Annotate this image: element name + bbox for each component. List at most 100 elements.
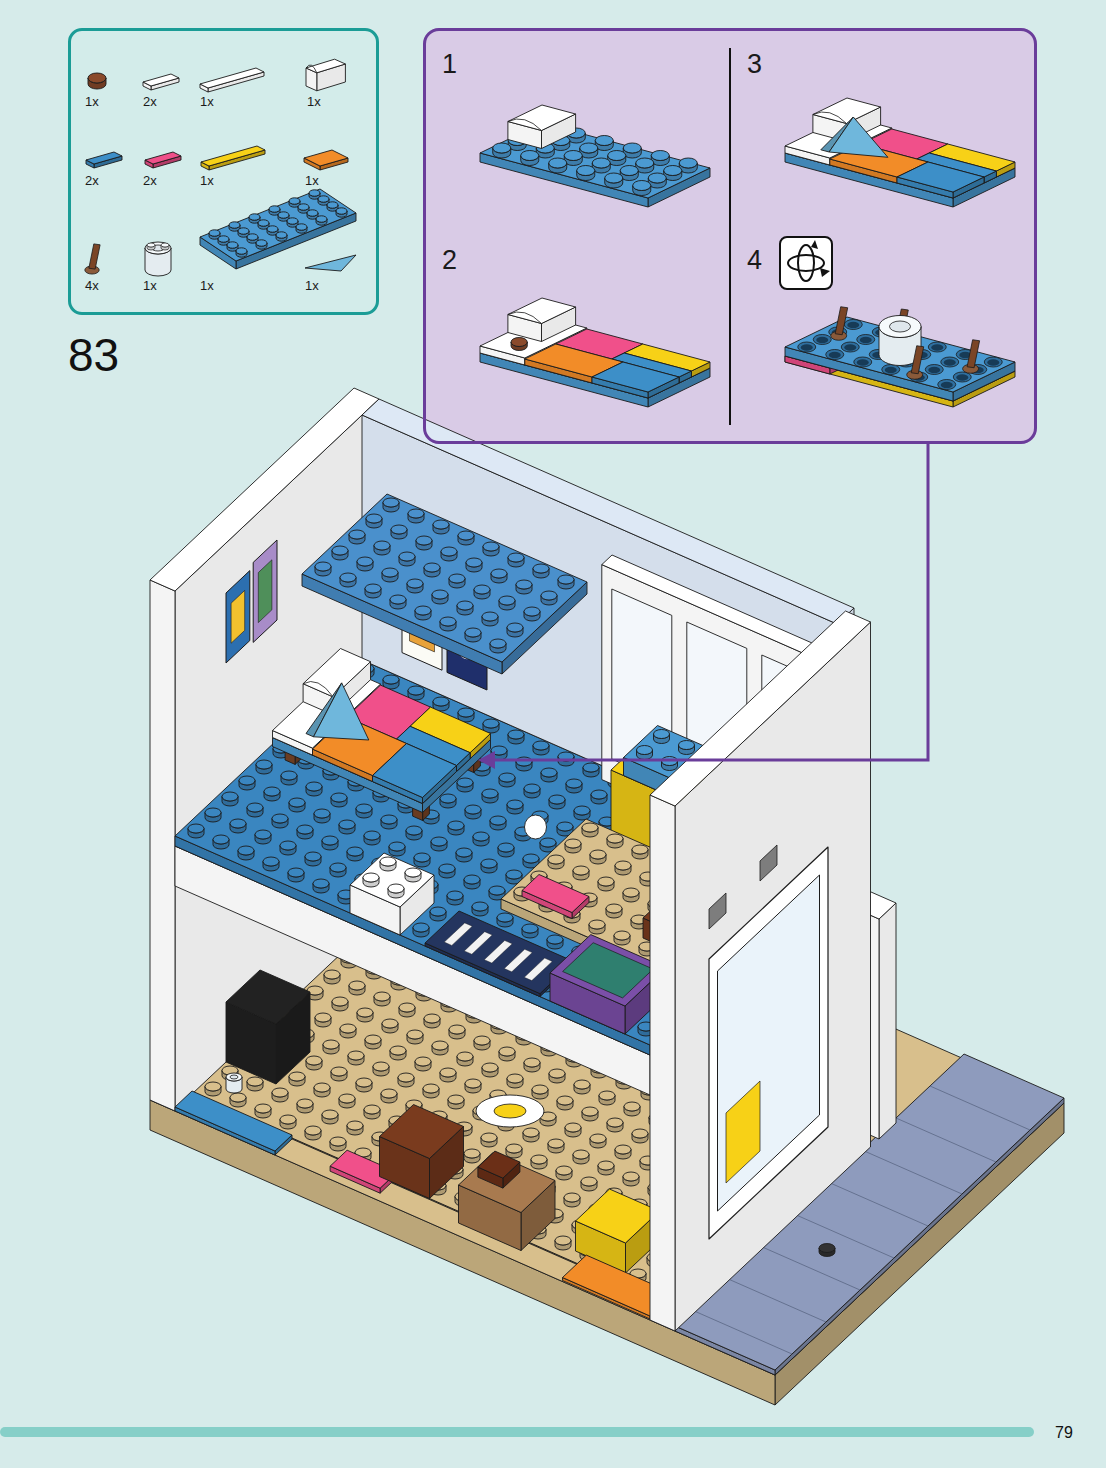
stud-top [247, 803, 263, 812]
stud-top [472, 902, 488, 911]
picture-art [231, 590, 245, 643]
part-quantity: 1x [200, 279, 214, 293]
stud-top [606, 904, 622, 913]
face [226, 970, 310, 1024]
stud-top [316, 216, 327, 222]
stud-top [349, 981, 365, 990]
stud-top [440, 617, 456, 626]
stud-top [482, 1063, 498, 1072]
tile-seam [930, 1086, 1030, 1130]
stud-top [430, 907, 446, 916]
face [879, 903, 896, 1139]
tile-seam [760, 1246, 860, 1290]
tile [592, 362, 679, 398]
stud-top [548, 855, 564, 864]
stud-top [322, 1110, 338, 1119]
stud-top [508, 730, 524, 739]
stud-top [490, 816, 506, 825]
face [145, 152, 181, 164]
leg-stick [911, 346, 924, 374]
stud-top [591, 790, 607, 799]
tube [882, 365, 900, 375]
bracket [709, 893, 726, 929]
stud-top [439, 864, 455, 873]
tile [143, 74, 179, 90]
stud-top [357, 1008, 373, 1017]
stud-top [382, 568, 398, 577]
picture [253, 540, 277, 642]
stud-top [605, 173, 623, 183]
stud-top [499, 1047, 515, 1056]
stud-top [415, 606, 431, 615]
stud-top [356, 1078, 372, 1087]
stud-top [648, 173, 666, 183]
part-quantity: 1x [200, 95, 214, 109]
face [592, 362, 679, 392]
stud-top [205, 1082, 221, 1091]
stud-top [549, 795, 565, 804]
stud-top [440, 794, 456, 803]
shelf-plate [302, 494, 587, 674]
stud-top [413, 923, 429, 932]
picture [226, 571, 250, 663]
stud-top [565, 839, 581, 848]
stud-top [507, 1074, 523, 1083]
stud-top [490, 639, 506, 648]
stud-top [188, 824, 204, 833]
tile [304, 150, 348, 170]
stud-top [280, 841, 296, 850]
stud-top [238, 846, 254, 855]
part-quantity: 4x [85, 279, 99, 293]
stud-top [521, 151, 539, 161]
stud-top [276, 232, 287, 238]
tube [925, 365, 943, 375]
stud-top [607, 1118, 623, 1127]
stud-top [416, 536, 432, 545]
face [522, 875, 589, 913]
callout-steps [480, 98, 1015, 407]
stud-top [314, 1083, 330, 1092]
stud-top [339, 1094, 355, 1103]
tile-seam [862, 1150, 962, 1194]
tile [897, 162, 984, 198]
face [350, 853, 434, 907]
substep-number: 1 [442, 50, 457, 80]
stud-top [499, 773, 515, 782]
stud-top [297, 825, 313, 834]
stud-top [615, 1145, 631, 1154]
stud-top [229, 222, 240, 228]
stud-top [481, 1133, 497, 1142]
stud-top [373, 1062, 389, 1071]
stud-top [497, 913, 513, 922]
tube-hole [956, 374, 968, 381]
stud-top [218, 236, 229, 242]
stud-top [620, 166, 638, 176]
icon-arrow [820, 268, 830, 277]
stud-top [209, 230, 220, 236]
face [508, 105, 576, 131]
stud-top [564, 151, 582, 161]
round-brick-top [879, 316, 921, 338]
face [576, 1189, 660, 1243]
stud-top [432, 590, 448, 599]
stud-top [547, 935, 563, 944]
stud-top [541, 591, 557, 600]
tube [844, 320, 862, 330]
round-brick-top [226, 1073, 242, 1081]
stud-top [230, 819, 246, 828]
stud-top [489, 886, 505, 895]
stud-top [441, 547, 457, 556]
stud-top [306, 782, 322, 791]
stud-top [447, 891, 463, 900]
stud-top [474, 585, 490, 594]
stud-top [623, 143, 641, 153]
round-brick-hole [890, 321, 911, 332]
brick [350, 853, 434, 935]
tube-hole [844, 344, 856, 351]
stud-top [522, 924, 538, 933]
icon-arrow [811, 240, 818, 249]
face [650, 795, 675, 1331]
stud-top [309, 190, 320, 196]
face [150, 580, 175, 1111]
